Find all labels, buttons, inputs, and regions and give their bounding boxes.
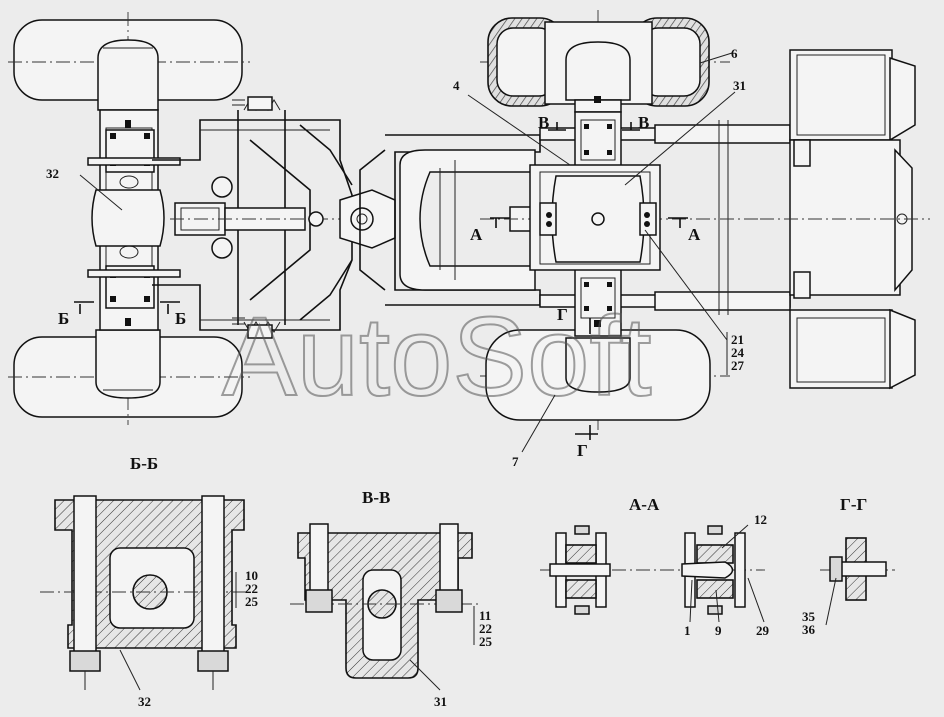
callout-7: 7 (512, 454, 519, 469)
title-section-aa: А-А (629, 495, 660, 514)
title-section-bb: Б-Б (130, 454, 158, 473)
section-vv-view (290, 523, 480, 691)
callout-32: 32 (46, 166, 59, 181)
vv-callout-11: 11 (479, 608, 491, 623)
section-gg-view (820, 537, 895, 626)
mark-g-top: Г (557, 305, 568, 324)
callout-6: 6 (731, 46, 738, 61)
section-bb-view (40, 495, 250, 691)
mark-v-left: В (538, 113, 549, 132)
mark-b-right: Б (175, 309, 186, 328)
bb-callout-32: 32 (138, 694, 151, 709)
callout-21: 21 (731, 332, 744, 347)
vv-callout-31: 31 (434, 694, 447, 709)
callout-27: 27 (731, 358, 745, 373)
aa-callout-9: 9 (715, 623, 722, 638)
mark-v-right: В (638, 113, 649, 132)
vv-callout-22: 22 (479, 621, 492, 636)
title-section-vv: В-В (362, 488, 390, 507)
front-axle-assembly (480, 10, 760, 430)
aa-callout-29: 29 (756, 623, 770, 638)
bb-callout-25: 25 (245, 594, 259, 609)
rear-half-frame (152, 96, 396, 339)
bb-callout-10: 10 (245, 568, 258, 583)
section-cut-marks (74, 122, 688, 440)
watermark-text: AutoSoft (222, 294, 652, 419)
section-aa-view (540, 524, 765, 623)
aa-right-part (681, 525, 746, 615)
section-mark-letters: Б Б В В А А Г Г (58, 113, 701, 460)
callout-4: 4 (453, 78, 460, 93)
title-section-gg: Г-Г (840, 495, 867, 514)
aa-left-part (549, 525, 611, 615)
rear-axle-assembly (8, 12, 250, 425)
callout-labels: 6 4 31 32 7 21 24 27 10 22 25 32 11 22 2… (46, 46, 816, 709)
gg-callout-35: 35 (802, 609, 816, 624)
aa-callout-12: 12 (754, 512, 767, 527)
leader-lines (79, 52, 736, 453)
vv-callout-25: 25 (479, 634, 493, 649)
rear-module (760, 49, 930, 390)
mark-a-right: А (688, 225, 701, 244)
mark-g-bottom: Г (577, 441, 588, 460)
aa-callout-1: 1 (684, 623, 691, 638)
gg-callout-36: 36 (802, 622, 816, 637)
mark-a-left: А (470, 225, 483, 244)
bb-callout-22: 22 (245, 581, 258, 596)
mark-b-left: Б (58, 309, 69, 328)
section-titles: Б-Б В-В А-А Г-Г (130, 454, 867, 514)
callout-31: 31 (733, 78, 746, 93)
callout-24: 24 (731, 345, 745, 360)
